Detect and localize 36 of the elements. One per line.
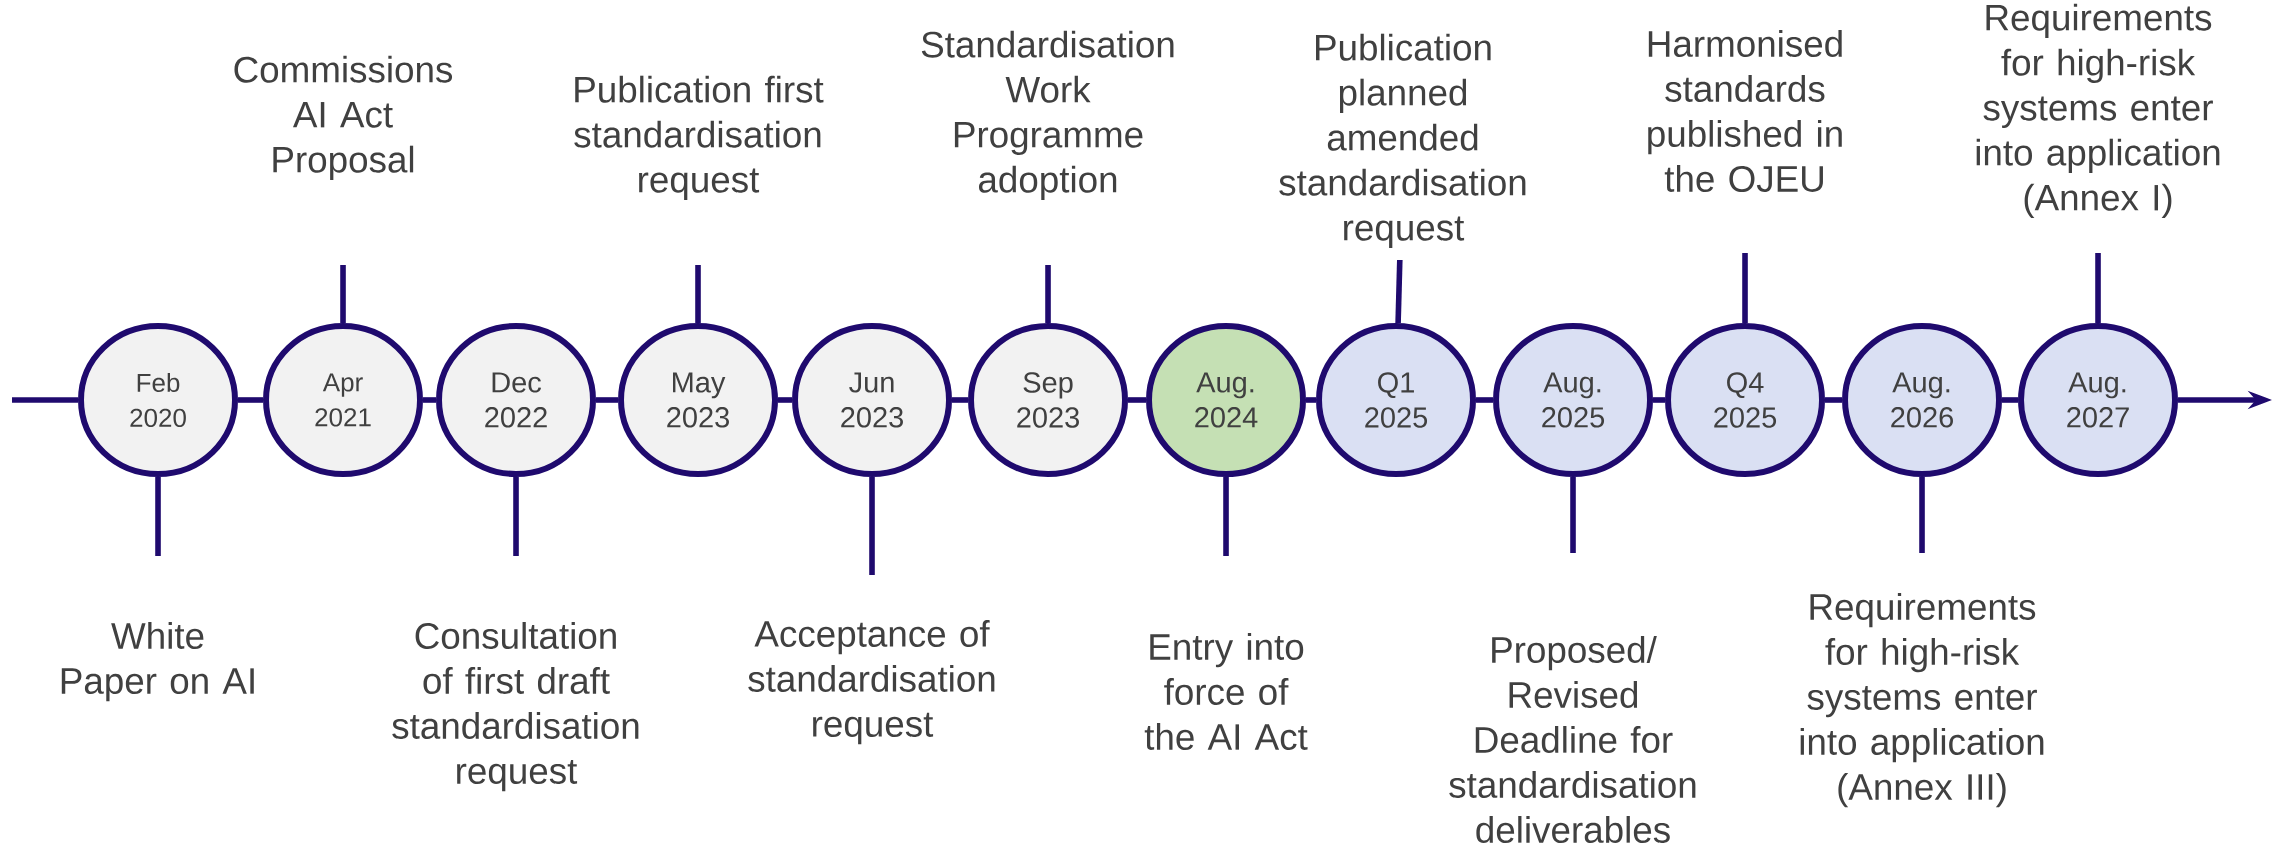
event-label: Standardisation Work Programme adoption bbox=[921, 30, 1174, 200]
timeline-line bbox=[2002, 397, 2018, 403]
timeline-line bbox=[596, 397, 618, 403]
timeline-line bbox=[423, 397, 436, 403]
timeline-line bbox=[1825, 397, 1842, 403]
leader-line bbox=[695, 265, 701, 323]
event-label: White Paper on AI bbox=[61, 622, 254, 702]
timeline-line bbox=[1128, 397, 1146, 403]
timeline-line bbox=[238, 397, 263, 403]
timeline-line bbox=[1476, 397, 1493, 403]
event-label: Requirements for high-risk systems enter into application (Annex I) bbox=[1976, 3, 2220, 218]
timeline-line bbox=[952, 397, 968, 403]
event-label: Commissions AI Act Proposal bbox=[234, 55, 453, 180]
leader-line bbox=[1223, 477, 1229, 556]
leader-line bbox=[1395, 259, 1403, 324]
event-label: Proposed/ Revised Deadline for standardisation deliverables bbox=[1449, 636, 1696, 843]
timeline-line bbox=[1653, 397, 1665, 403]
leader-line bbox=[1570, 477, 1576, 553]
leader-line bbox=[1919, 477, 1925, 553]
event-label: Publication planned amended standardisation request bbox=[1279, 33, 1526, 248]
timeline-line bbox=[1306, 397, 1316, 403]
event-label: Harmonised standards published in the OJEU bbox=[1648, 29, 1842, 192]
leader-line bbox=[340, 265, 346, 323]
event-label: Publication first standardisation request bbox=[574, 75, 824, 200]
event-label: Consultation of first draft standardisation request bbox=[392, 622, 639, 792]
leader-line bbox=[1045, 265, 1051, 323]
leader-line bbox=[513, 477, 519, 556]
leader-line bbox=[155, 477, 161, 556]
leader-line bbox=[1742, 253, 1748, 323]
event-label: Entry into force of the AI Act bbox=[1144, 633, 1308, 750]
leader-line bbox=[869, 477, 875, 575]
timeline-line bbox=[778, 397, 792, 403]
event-label: Acceptance of standardisation request bbox=[748, 620, 995, 745]
leader-line bbox=[2095, 253, 2101, 323]
timeline-line bbox=[12, 397, 78, 403]
event-label: Requirements for high-risk systems enter into application (Annex III) bbox=[1800, 593, 2044, 808]
